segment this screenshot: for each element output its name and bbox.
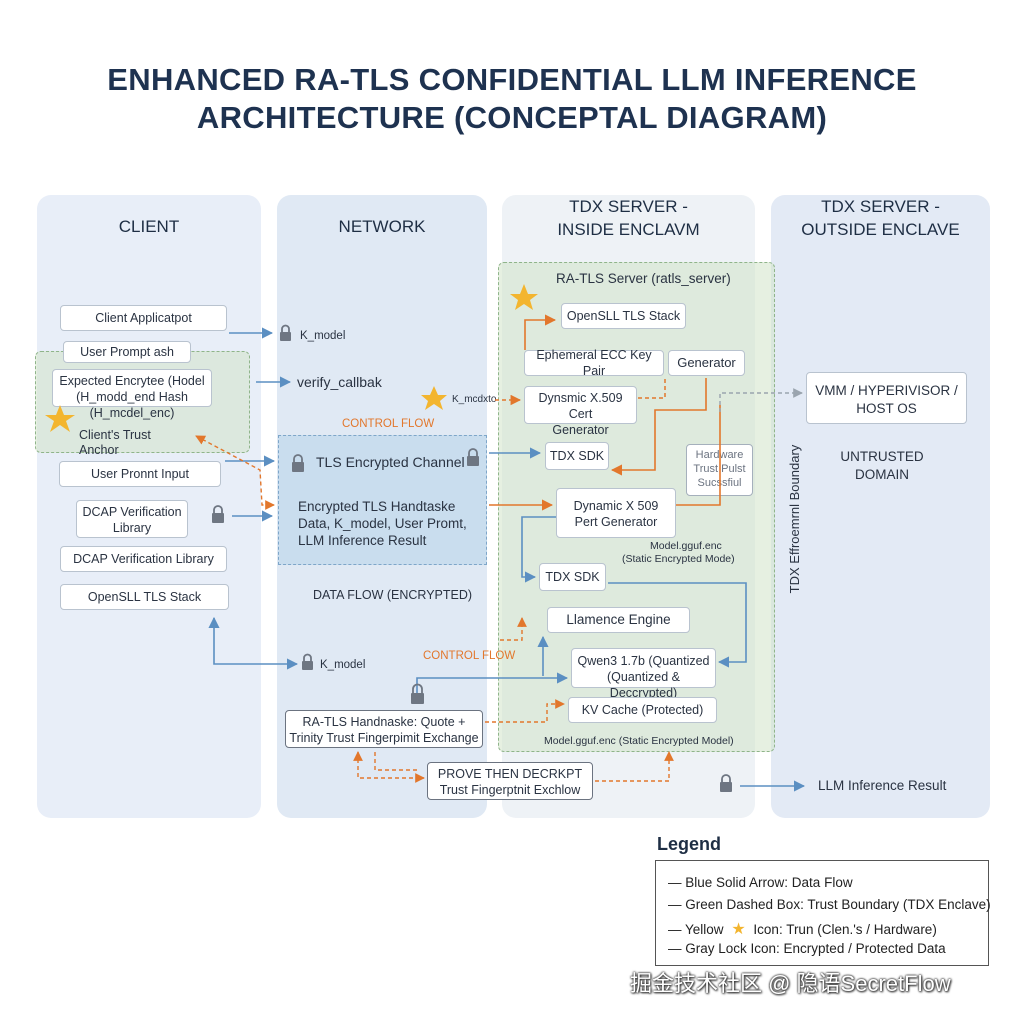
- untrusted-domain-line-1: UNTRUSTED: [840, 449, 924, 464]
- expected-hash-box: Expected Encrytee (Hodel (H_modd_end Has…: [52, 369, 212, 420]
- dcap-verification-library-box-2: DCAP Verification Library: [60, 546, 227, 572]
- expected-hash-line-1: Expected Encrytee (Hodel: [59, 374, 205, 388]
- kv-cache-box: KV Cache (Protected): [568, 697, 717, 723]
- trust-anchor-label-2: Anchor: [79, 443, 119, 457]
- legend-item-trust-star: — Yellow ★ Icon: Trun (Clen.'s / Hardwar…: [668, 919, 937, 939]
- tls-channel-line-1: Encrypted TLS Handtaske: [298, 499, 456, 514]
- page-title-line-2: ARCHITECTURE (CONCEPTAL DIAGRAM): [196, 100, 828, 135]
- expected-hash-line-2: (H_modd_end Hash (H_mcdel_enc): [76, 390, 188, 420]
- ephemeral-ecc-box: Ephemeral ECC Key Pair: [524, 348, 664, 378]
- verify-callback-label: verify_callbak: [297, 374, 382, 390]
- dcap-lib-line-2: Library: [112, 521, 152, 535]
- dynamic-x509-cert-generator-box: Dynsmic X.509 Cert Generator: [524, 386, 637, 437]
- dynamic-cert-line-2: Generator: [552, 423, 609, 437]
- prove-line-2: Trust Fingerptnit Exchlow: [439, 783, 581, 797]
- client-openssl-box: OpenSLL TLS Stack: [60, 584, 229, 610]
- k-model-top-label: K_model: [300, 330, 346, 342]
- k-model-mid-label: K_mcdxto: [452, 394, 497, 405]
- client-lane-header: CLIENT: [118, 217, 180, 236]
- control-flow-top-label: CONTROL FLOW: [342, 418, 435, 430]
- dcap-lib-line-1: DCAP Verification: [82, 505, 182, 519]
- tls-channel-line-3: LLM Inference Result: [298, 533, 427, 548]
- client-application-box: Client Applicatpot: [60, 305, 227, 331]
- hardware-trust-line-1: Hardware: [695, 449, 744, 461]
- dynamic-pert-line-1: Dynamic X 509: [573, 499, 659, 513]
- tdx-sdk-box-2: TDX SDK: [539, 563, 606, 591]
- hardware-trust-box: Hardware Trust Pulst Sucssfiul: [686, 444, 753, 496]
- dynamic-cert-line-1: Dynsmic X.509 Cert: [538, 391, 623, 421]
- generator-box: Generator: [668, 350, 745, 376]
- qwen-line-2: (Quantized & Deccrypted): [607, 670, 680, 700]
- tls-encrypted-channel-box: [278, 435, 487, 565]
- handshake-line-2: Trinity Trust Fingerpimit Exchange: [289, 731, 479, 745]
- enclave-lane-header-2: INSIDE ENCLAVM: [557, 220, 700, 239]
- model-enc-bottom-label: Model.gguf.enc (Static Encrypted Model): [544, 735, 734, 747]
- qwen-line-1: Qwen3 1.7b (Quantized: [577, 654, 710, 668]
- enclave-openssl-box: OpenSLL TLS Stack: [561, 303, 686, 329]
- legend-item-lock: — Gray Lock Icon: Encrypted / Protected …: [668, 941, 946, 956]
- user-prompt-input-box: User Pronnt Input: [59, 461, 221, 487]
- outside-lane-header-1: TDX SERVER -: [821, 197, 940, 216]
- enclave-lane-header-1: TDX SERVER -: [569, 197, 688, 216]
- qwen-model-box: Qwen3 1.7b (Quantized (Quantized & Deccr…: [571, 648, 716, 700]
- watermark: 掘金技术社区 @ 隐语SecretFlow: [630, 971, 951, 996]
- llama-engine-box: Llamence Engine: [547, 607, 690, 633]
- legend-box: — Blue Solid Arrow: Data Flow — Green Da…: [655, 860, 991, 966]
- ra-tls-server-title: RA-TLS Server (ratls_server): [556, 271, 731, 286]
- tls-channel-line-2: Data, K_model, User Promt,: [298, 516, 467, 531]
- dynamic-pert-line-2: Pert Generator: [574, 515, 658, 529]
- page-title-line-1: ENHANCED RA-TLS CONFIDENTIAL LLM INFEREN…: [107, 62, 917, 97]
- network-lane-header: NETWORK: [338, 217, 426, 236]
- dcap-verification-library-box-1: DCAP Verification Library: [76, 500, 188, 538]
- vmm-line-2: HOST OS: [856, 401, 917, 416]
- ra-tls-handshake-box: RA-TLS Handnaske: Quote + Trinity Trust …: [285, 710, 483, 748]
- legend-star-suffix: Icon: Trun (Clen.'s / Hardware): [753, 922, 937, 937]
- untrusted-domain-line-2: DOMAIN: [855, 467, 909, 482]
- dynamic-x509-pert-generator-box: Dynamic X 509 Pert Generator: [556, 488, 676, 538]
- llm-inference-result-label: LLM Inference Result: [818, 778, 947, 793]
- hardware-trust-line-3: Sucssfiul: [697, 477, 742, 489]
- hardware-trust-line-2: Trust Pulst: [693, 463, 746, 475]
- outside-lane-header-2: OUTSIDE ENCLAVE: [801, 220, 960, 239]
- tls-channel-title: TLS Encrypted Channel: [316, 454, 465, 470]
- legend-item-trust-boundary: — Green Dashed Box: Trust Boundary (TDX …: [668, 897, 991, 912]
- model-enc-label-2: (Static Encrypted Mode): [622, 553, 735, 565]
- legend-star-prefix: — Yellow: [668, 922, 724, 937]
- tdx-boundary-label: TDX Effroemrnl Boundary: [787, 444, 802, 594]
- prove-then-decrypt-box: PROVE THEN DECRKPT Trust Fingerptnit Exc…: [427, 762, 593, 800]
- tdx-sdk-box-1: TDX SDK: [545, 442, 609, 470]
- handshake-line-1: RA-TLS Handnaske: Quote +: [302, 715, 466, 729]
- legend-title: Legend: [657, 834, 722, 854]
- user-prompt-hash-box: User Prompt ash: [63, 341, 191, 363]
- vmm-hypervisor-box: VMM / HYPERIVISOR / HOST OS: [806, 372, 967, 424]
- legend-star-icon: ★: [731, 921, 746, 938]
- control-flow-bottom-label: CONTROL FLOW: [423, 650, 516, 662]
- prove-line-1: PROVE THEN DECRKPT: [437, 767, 583, 781]
- trust-anchor-label-1: Client's Trust: [79, 428, 151, 442]
- vmm-line-1: VMM / HYPERIVISOR /: [815, 383, 958, 398]
- model-enc-label-1: Model.gguf.enc: [650, 540, 722, 552]
- data-flow-label: DATA FLOW (ENCRYPTED): [313, 588, 473, 602]
- k-model-bottom-label: K_model: [320, 659, 366, 671]
- outside-lane: TDX SERVER - OUTSIDE ENCLAVE: [771, 195, 990, 818]
- legend-item-data-flow: — Blue Solid Arrow: Data Flow: [668, 875, 853, 890]
